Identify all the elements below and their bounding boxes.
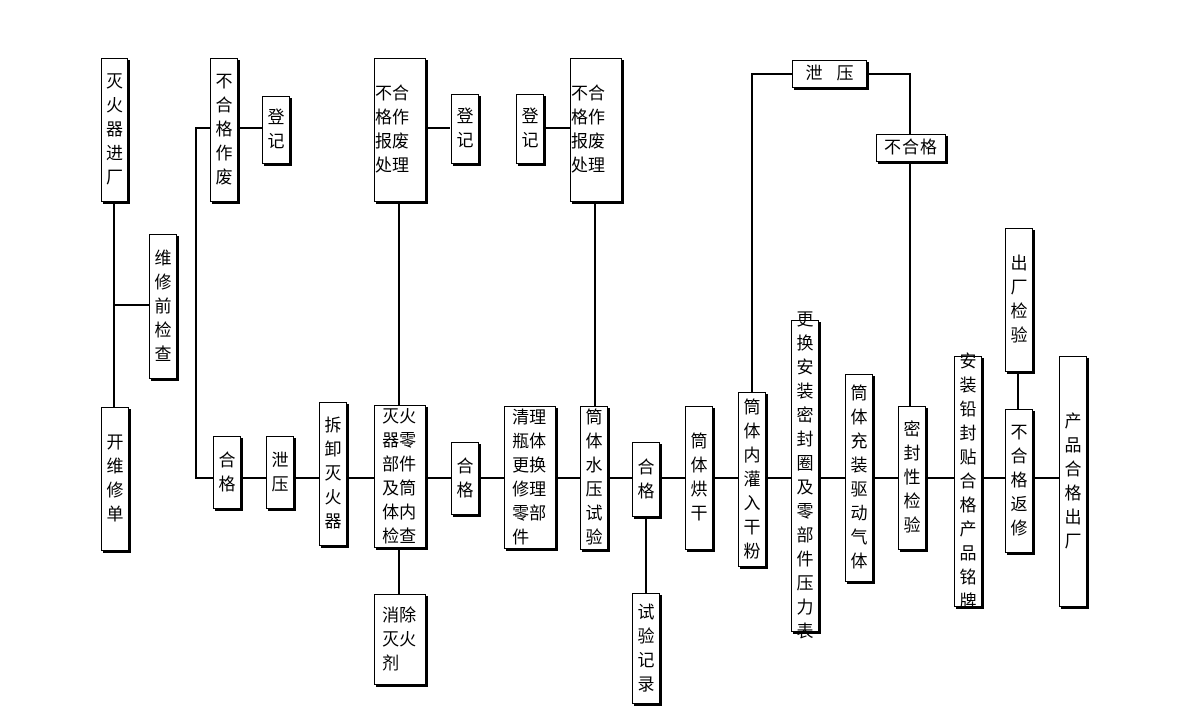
node-text: 试验记录 — [637, 602, 655, 695]
node-pre-repair-check: 维修前检查 — [149, 234, 177, 379]
node-text: 灭火器零部件及筒体内检查 — [382, 406, 417, 547]
node-text: 筒体充装驱动气体 — [850, 384, 868, 572]
node-qualified-2: 合格 — [451, 442, 479, 515]
node-text: 不合格作报废处理 — [571, 84, 605, 176]
node-qualified-1: 合格 — [213, 436, 241, 509]
node-text: 更换安装密封圈及零部件压力表 — [796, 310, 814, 642]
node-text: 产品合格出厂 — [1064, 411, 1082, 552]
node-text: 安装铅封贴合格产品铭牌 — [959, 351, 977, 612]
node-open-repair-order: 开维修单 — [101, 407, 129, 551]
node-pressure-release-1: 泄压 — [266, 436, 294, 509]
node-remove-agent: 消除灭火剂 — [374, 594, 426, 685]
node-qualified-3: 合格 — [632, 442, 660, 517]
node-fill-drive-gas: 筒体充装驱动气体 — [845, 374, 873, 582]
node-text: 密封性检验 — [903, 420, 921, 536]
node-text: 清理瓶体更换修理零部件 — [512, 407, 547, 548]
node-text: 维修前检查 — [154, 248, 172, 365]
node-text: 泄压 — [805, 64, 868, 84]
node-factory-inspection: 出厂检验 — [1005, 228, 1033, 372]
node-text: 不合格返修 — [1010, 423, 1028, 539]
node-text: 消除灭火剂 — [382, 605, 417, 674]
node-disassemble: 拆卸灭火器 — [319, 402, 347, 546]
node-unqualified-scrap-1: 不合格作废 — [210, 58, 238, 202]
node-text: 开维修单 — [106, 433, 124, 525]
node-text: 登记 — [267, 108, 285, 152]
node-text: 合格 — [456, 456, 474, 501]
node-product-shipped: 产品合格出厂 — [1059, 356, 1087, 607]
node-seal-test: 密封性检验 — [898, 406, 926, 550]
node-register-3: 登记 — [516, 94, 544, 164]
node-text: 不合格 — [884, 138, 938, 158]
node-register-1: 登记 — [262, 96, 290, 164]
node-hydrostatic-test: 筒体水压试验 — [580, 406, 608, 550]
node-text: 筒体水压试验 — [585, 408, 603, 548]
node-install-seal-nameplate: 安装铅封贴合格产品铭牌 — [954, 352, 982, 612]
node-text: 不合格作废 — [215, 72, 233, 188]
node-text: 灭火器进厂 — [106, 72, 123, 188]
node-test-record: 试验记录 — [632, 593, 660, 704]
node-text: 合格 — [218, 450, 236, 495]
node-text: 登记 — [521, 107, 539, 151]
node-extinguisher-arrival: 灭火器进厂 — [101, 58, 128, 202]
node-cylinder-drying: 筒体烘干 — [685, 406, 713, 550]
node-fill-dry-powder: 筒体内灌入干粉 — [738, 392, 766, 567]
node-text: 合格 — [637, 457, 655, 502]
node-replace-seals-gauge: 更换安装密封圈及零部件压力表 — [791, 310, 819, 642]
node-text: 筒体内灌入干粉 — [743, 397, 761, 562]
node-unqualified-repair: 不合格返修 — [1005, 409, 1033, 553]
node-unqualified-2: 不合格 — [876, 134, 946, 162]
node-parts-inspection: 灭火器零部件及筒体内检查 — [374, 405, 426, 548]
node-text: 不合格作报废处理 — [375, 84, 409, 176]
node-text: 登记 — [456, 107, 474, 151]
node-register-2: 登记 — [451, 94, 479, 164]
node-text: 拆卸灭火器 — [324, 416, 342, 532]
node-text: 出厂检验 — [1010, 254, 1028, 346]
node-text: 泄压 — [271, 450, 289, 495]
node-text: 筒体烘干 — [690, 432, 708, 524]
node-scrap-processing-2: 不合格作报废处理 — [570, 58, 622, 202]
node-pressure-release-2: 泄压 — [792, 60, 867, 88]
node-clean-replace-parts: 清理瓶体更换修理零部件 — [504, 406, 556, 549]
node-scrap-processing-1: 不合格作报废处理 — [374, 58, 426, 202]
